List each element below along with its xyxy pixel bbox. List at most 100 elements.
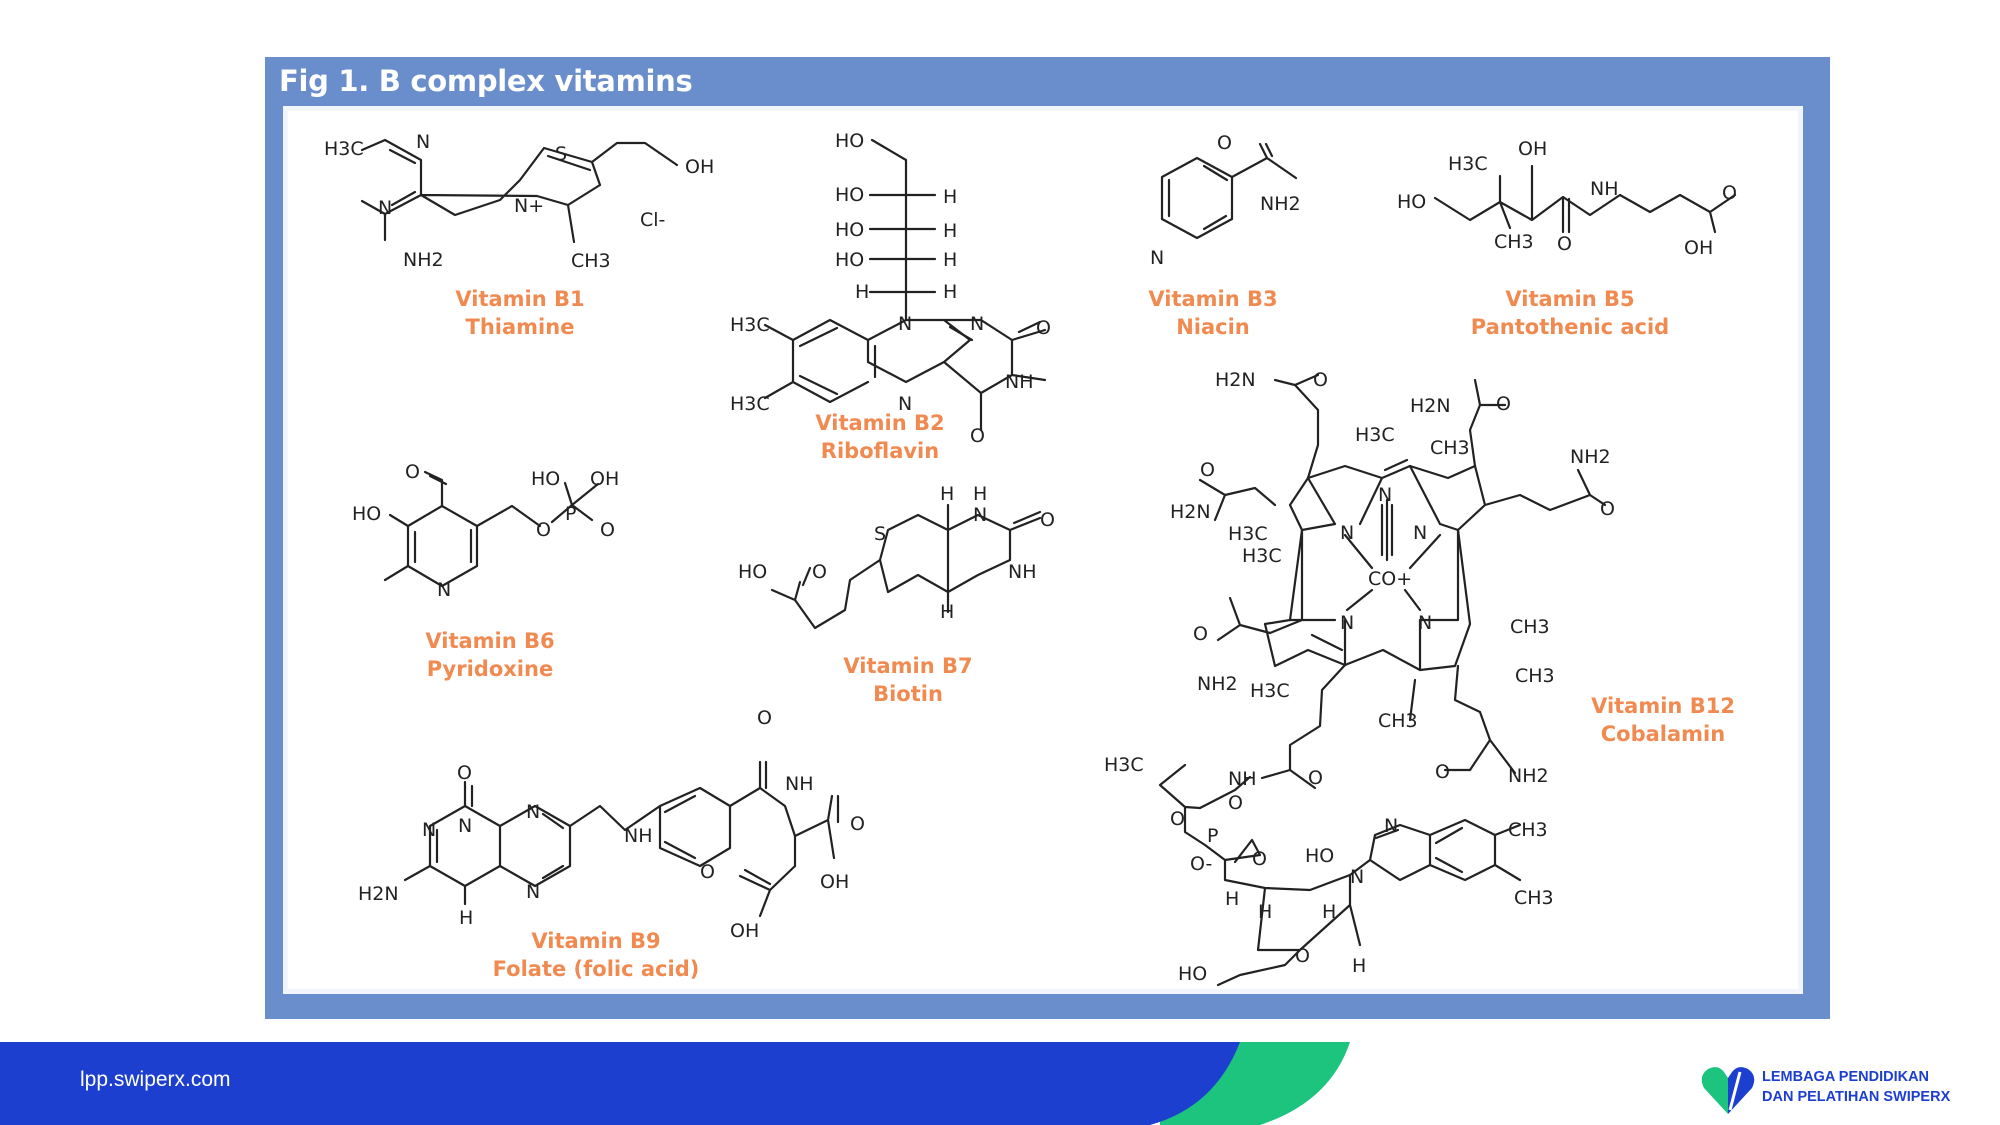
b5-atom-7: OH (1684, 237, 1713, 259)
b9-atom-10: O (850, 813, 865, 835)
structure-b12-cobalamin: H2N O H2N O H3C CH3 NH2 O O H2N H3C H3C … (1104, 369, 1735, 987)
b12-atom-35: N (1384, 815, 1398, 837)
b5-atom-2: HO (1397, 191, 1426, 213)
b9-name-label: Folate (folic acid) (493, 957, 700, 981)
b12-atom-34: O- (1190, 853, 1212, 875)
structure-b6-pyridoxine: O HO OH HO P O O N Vitamin B6 Pyridoxine (352, 461, 619, 681)
b1-atom-4: N+ (514, 195, 544, 217)
b9-atom-6: H (459, 907, 473, 929)
b12-atom-43: O (1295, 945, 1310, 967)
structure-b3-niacin: O NH2 N Vitamin B3 Niacin (1148, 132, 1300, 339)
b7-atom-1: H (973, 483, 987, 505)
b5-atom-4: O (1557, 233, 1572, 255)
b6-atom-1: HO (352, 503, 381, 525)
structure-b7-biotin: H H N O NH S HO O H Vitamin B7 Biotin (738, 483, 1055, 706)
b12-atom-9: H2N (1170, 501, 1211, 523)
b12-atom-23: CH3 (1515, 665, 1555, 687)
b2-atom-14: O (970, 425, 985, 447)
b12-atom-3: O (1496, 393, 1511, 415)
b12-atom-6: NH2 (1570, 446, 1611, 468)
heart-logo-icon (1701, 1067, 1755, 1114)
b12-atom-30: O (1228, 792, 1243, 814)
b2-atom-12: NH (1005, 371, 1034, 393)
brand-text: LEMBAGA PENDIDIKAN DAN PELATIHAN SWIPERX (1762, 1067, 1950, 1107)
b2-code-label: Vitamin B2 (815, 411, 944, 435)
b1-atom-1: N (416, 131, 430, 153)
b2-atom-4: H (943, 186, 957, 208)
b5-atom-6: O (1722, 182, 1737, 204)
b12-atom-2: H2N (1410, 395, 1451, 417)
b12-atom-24: CH3 (1378, 710, 1418, 732)
b1-atom-6: OH (685, 156, 714, 178)
brand-logo[interactable]: LEMBAGA PENDIDIKAN DAN PELATIHAN SWIPERX (1700, 1064, 1980, 1116)
b6-atom-2: OH (590, 468, 619, 490)
b9-atom-0: O (457, 762, 472, 784)
b12-atom-39: HO (1305, 845, 1334, 867)
figure-panel (283, 106, 1803, 994)
b12-atom-20: NH2 (1197, 673, 1238, 695)
b12-atom-15: N (1340, 612, 1354, 634)
b12-atom-22: CH3 (1510, 616, 1550, 638)
b9-atom-3: H2N (358, 883, 399, 905)
b6-name-label: Pyridoxine (427, 657, 553, 681)
b5-name-label: Pantothenic acid (1471, 315, 1669, 339)
b7-name-label: Biotin (873, 682, 943, 706)
b9-atom-7: NH (624, 825, 653, 847)
b12-atom-21: H3C (1250, 680, 1290, 702)
b1-name-label: Thiamine (466, 315, 575, 339)
b5-atom-3: CH3 (1494, 231, 1534, 253)
b6-atom-6: O (600, 519, 615, 541)
b6-atom-7: N (437, 579, 451, 601)
b7-atom-8: H (940, 601, 954, 623)
b9-atom-4: N (526, 801, 540, 823)
b6-code-label: Vitamin B6 (425, 629, 554, 653)
b12-atom-10: H3C (1228, 523, 1268, 545)
b7-atom-4: NH (1008, 561, 1037, 583)
b6-atom-4: P (565, 503, 576, 525)
b2-atom-16: H3C (730, 393, 770, 415)
b9-atom-8: O (757, 707, 772, 729)
brand-line-1: LEMBAGA PENDIDIKAN (1762, 1069, 1930, 1085)
b9-atom-9: NH (785, 773, 814, 795)
b2-atom-2: HO (835, 219, 864, 241)
b7-atom-6: HO (738, 561, 767, 583)
b12-atom-7: O (1600, 498, 1615, 520)
b12-atom-40: H (1225, 888, 1239, 910)
b3-name-label: Niacin (1176, 315, 1250, 339)
b5-atom-0: H3C (1448, 153, 1488, 175)
b1-atom-8: CH3 (571, 250, 611, 272)
b2-atom-15: H3C (730, 314, 770, 336)
b12-atom-8: O (1200, 459, 1215, 481)
b12-atom-42: H (1322, 901, 1336, 923)
b1-atom-5: S (555, 143, 567, 165)
footer-band (0, 1042, 1350, 1125)
b12-atom-4: H3C (1355, 424, 1395, 446)
b12-atom-5: CH3 (1430, 437, 1470, 459)
b5-code-label: Vitamin B5 (1505, 287, 1634, 311)
brand-line-2: DAN PELATIHAN SWIPERX (1762, 1089, 1951, 1105)
b7-atom-7: O (812, 561, 827, 583)
b3-code-label: Vitamin B3 (1148, 287, 1277, 311)
b9-atom-2: N (458, 815, 472, 837)
b12-atom-14: N (1413, 522, 1427, 544)
b2-atom-10: N (970, 313, 984, 335)
site-url[interactable]: lpp.swiperx.com (80, 1068, 231, 1091)
b1-atom-3: NH2 (403, 249, 444, 271)
b3-atom-1: NH2 (1260, 193, 1301, 215)
b3-atom-2: N (1150, 247, 1164, 269)
b12-atom-19: O (1193, 623, 1208, 645)
b2-name-label: Riboflavin (821, 439, 939, 463)
b12-atom-11: H3C (1242, 545, 1282, 567)
b9-atom-5: N (526, 881, 540, 903)
b3-atom-0: O (1217, 132, 1232, 154)
b5-atom-5: NH (1590, 178, 1619, 200)
b12-atom-33: O (1252, 848, 1267, 870)
b2-atom-13: O (1036, 317, 1051, 339)
b2-atom-3: HO (835, 249, 864, 271)
b2-atom-11: N (898, 393, 912, 415)
b12-atom-28: O (1308, 767, 1323, 789)
b2-atom-6: H (943, 249, 957, 271)
b9-atom-12: O (700, 861, 715, 883)
b1-atom-2: N (378, 197, 392, 219)
b12-atom-31: O (1170, 808, 1185, 830)
